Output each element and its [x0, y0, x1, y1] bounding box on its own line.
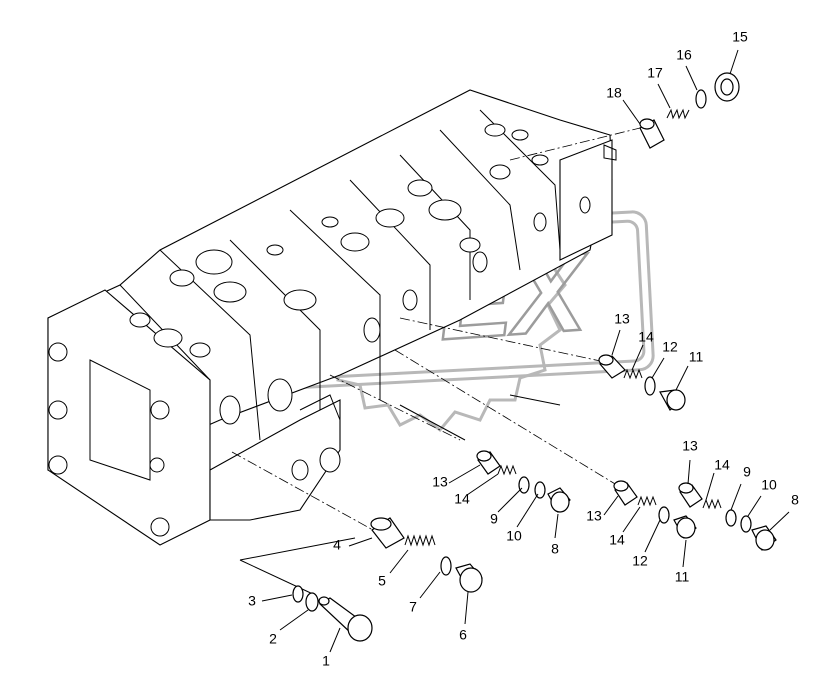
part-11-plug-a	[659, 389, 686, 411]
part-3-oring	[292, 585, 304, 603]
part-14-spring-c	[637, 495, 657, 507]
part-8-plug-a	[547, 487, 571, 513]
callout-5: 5	[378, 573, 386, 589]
callout-14: 14	[638, 329, 654, 345]
callout-6: 6	[459, 627, 467, 643]
part-18-plug	[639, 118, 665, 149]
part-12-oring-a	[644, 376, 656, 396]
callout-17: 17	[647, 65, 663, 81]
part-2-oring	[305, 592, 319, 612]
assembly-axis-lines	[231, 127, 641, 596]
part-14-spring-d	[702, 498, 722, 510]
callout-labels: 15 16 17 18 13 14 12 11 13 14 9 10 8 13 …	[248, 29, 799, 669]
part-13-plug-a	[598, 354, 626, 379]
part-11-plug-b	[673, 515, 697, 539]
callout-8: 8	[551, 541, 559, 557]
callout-13: 13	[614, 311, 630, 327]
callout-9: 9	[743, 464, 751, 480]
callout-13: 13	[586, 508, 602, 524]
callout-12: 12	[632, 553, 648, 569]
part-15-plug	[714, 72, 740, 102]
part-13-plug-d	[678, 482, 703, 508]
callout-4: 4	[333, 537, 341, 553]
callout-16: 16	[676, 47, 692, 63]
callout-11: 11	[675, 569, 690, 585]
callout-12: 12	[662, 339, 678, 355]
callout-8: 8	[791, 492, 799, 508]
callout-2: 2	[269, 631, 277, 647]
callout-11: 11	[689, 349, 704, 365]
part-12-oring-b	[658, 506, 670, 524]
part-1-plug	[318, 596, 373, 642]
part-4-spool	[370, 517, 405, 549]
part-13-plug-b	[476, 450, 501, 475]
callout-14: 14	[714, 457, 730, 473]
callout-1: 1	[322, 653, 330, 669]
part-7-oring	[440, 556, 452, 576]
callout-15: 15	[732, 29, 748, 45]
callout-10: 10	[506, 528, 522, 544]
callout-13: 13	[682, 438, 698, 454]
part-9-oring-a	[518, 476, 530, 494]
valve-body	[47, 89, 617, 546]
part-9-oring-b	[725, 509, 737, 527]
part-14-spring-b	[497, 464, 517, 476]
part-16-oring	[695, 89, 707, 109]
callout-3: 3	[248, 593, 256, 609]
callout-10: 10	[761, 477, 777, 493]
part-14-spring-a	[623, 368, 643, 380]
callout-14: 14	[454, 491, 470, 507]
callout-18: 18	[606, 85, 622, 101]
leader-lines	[261, 49, 790, 653]
part-10-oring-b	[740, 515, 752, 533]
callout-7: 7	[409, 599, 417, 615]
part-8-plug-b	[751, 525, 777, 551]
part-17-spring	[666, 108, 690, 120]
callout-9: 9	[490, 511, 498, 527]
part-5-spring	[404, 534, 436, 547]
part-13-plug-c	[613, 480, 638, 506]
callout-13: 13	[432, 474, 448, 490]
part-6-plug	[455, 563, 483, 593]
callout-14: 14	[609, 532, 625, 548]
